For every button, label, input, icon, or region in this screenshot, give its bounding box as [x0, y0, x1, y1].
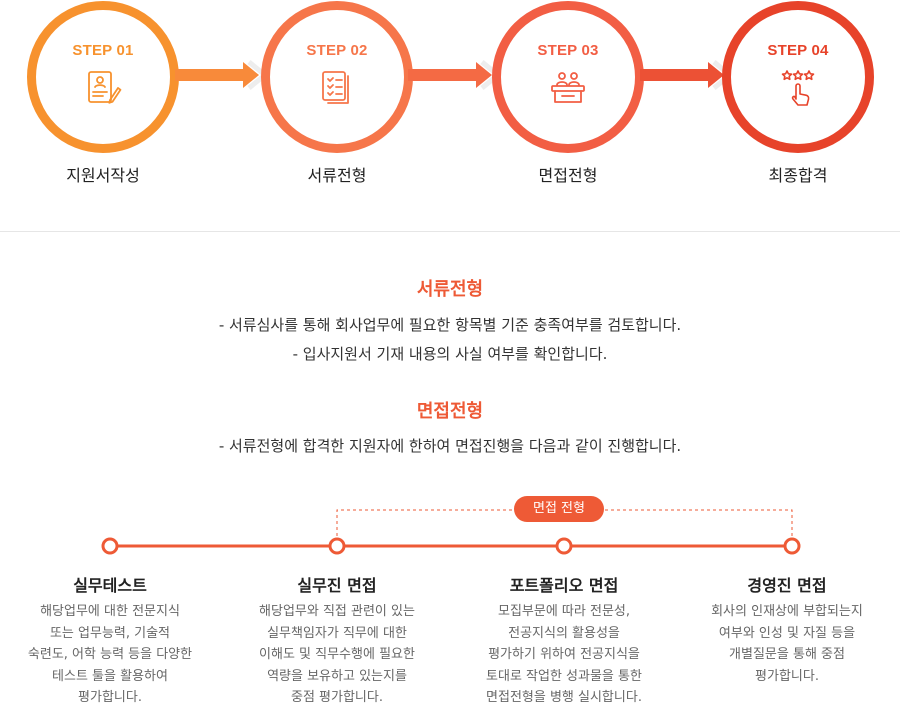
step-arrow-3 [640, 60, 734, 90]
step-2-number: STEP 02 [306, 42, 368, 59]
timeline-item-3-title: 포트폴리오 면접 [509, 576, 619, 595]
step-1-label: 지원서작성 [66, 166, 140, 185]
step-2-circle: STEP 02 [261, 1, 413, 153]
timeline-node-4 [783, 537, 801, 555]
step-1-circle: STEP 01 [27, 1, 179, 153]
timeline-item-3-desc-line: 전공지식의 활용성을 [508, 625, 620, 641]
interview-stage-badge: 면접 전형 [514, 496, 604, 522]
step-1-number: STEP 01 [72, 42, 134, 59]
step-4-number: STEP 04 [767, 42, 829, 59]
timeline-item-3-desc-line: 토대로 작업한 성과물을 통한 [486, 668, 642, 684]
document-screening-title: 서류전형 [416, 279, 484, 300]
timeline-item-1-desc: 해당업무에 대한 전문지식 또는 업무능력, 기술적 숙련도, 어학 능력 등을… [0, 601, 225, 709]
step-3-number: STEP 03 [537, 42, 599, 59]
interview-screening-title: 면접전형 [416, 401, 484, 422]
timeline-item-3-desc-line: 평가하기 위하여 전공지식을 [488, 647, 640, 662]
timeline-item-2-desc: 해당업무와 직접 관련이 있는 실무책임자가 직무에 대한 이해도 및 직무수행… [222, 601, 452, 709]
timeline-item-1-desc-line: 테스트 툴을 활용하여 [52, 668, 168, 684]
timeline-item-4-desc-line: 회사의 인재상에 부합되는지 [711, 604, 863, 619]
timeline-item-4-title: 경영진 면접 [747, 576, 827, 595]
step-3-label: 면접전형 [538, 166, 598, 185]
document-screening-line-2: - 입사지원서 기재 내용의 사실 여부를 확인합니다. [292, 345, 608, 363]
timeline-item-3-desc: 모집부문에 따라 전문성, 전공지식의 활용성을 평가하기 위하여 전공지식을 … [449, 601, 679, 709]
interview-screening-line-1: - 서류전형에 합격한 지원자에 한하여 면접진행을 다음과 같이 진행합니다. [218, 437, 682, 455]
document-review-icon [322, 71, 349, 104]
timeline-item-2-desc-line: 실무책임자가 직무에 대한 [267, 625, 407, 641]
interview-panel-icon [551, 72, 585, 103]
timeline-item-2-desc-line: 해당업무와 직접 관련이 있는 [259, 604, 415, 619]
timeline-item-4-desc-line: 개별질문을 통해 중점 [729, 647, 845, 662]
timeline-item-1-desc-line: 평가합니다. [78, 690, 142, 705]
timeline-node-2 [328, 537, 346, 555]
timeline-item-1-desc-line: 숙련도, 어학 능력 등을 다양한 [27, 647, 193, 662]
document-screening-line-1: - 서류심사를 통해 회사업무에 필요한 항목별 기준 충족여부를 검토합니다. [218, 316, 682, 334]
timeline-item-1-desc-line: 해당업무에 대한 전문지식 [40, 604, 180, 619]
application-form-icon [88, 71, 122, 104]
timeline-item-2-desc-line: 역량을 보유하고 있는지를 [267, 668, 407, 684]
star-rating-hand-icon [781, 70, 815, 106]
timeline-item-2-desc-line: 중점 평가합니다. [291, 690, 383, 705]
timeline-item-3-desc-line: 모집부문에 따라 전문성, [498, 604, 630, 619]
timeline-node-3 [555, 537, 573, 555]
timeline-item-1-desc-line: 또는 업무능력, 기술적 [49, 625, 171, 641]
timeline-item-4-desc-line: 여부와 인성 및 자질 등을 [718, 625, 856, 641]
section-divider [0, 231, 900, 232]
interview-timeline [101, 509, 801, 555]
step-2-label: 서류전형 [307, 166, 367, 185]
timeline-item-2-title: 실무진 면접 [297, 576, 377, 595]
recruitment-steps: STEP 01 지원서작성 STEP 02 서류전형 STEP 03 [0, 0, 900, 200]
step-3-circle: STEP 03 [492, 1, 644, 153]
step-arrow-2 [408, 60, 502, 90]
step-4-circle: STEP 04 [722, 1, 874, 153]
timeline-item-4-desc-line: 평가합니다. [755, 668, 819, 684]
timeline-item-2-desc-line: 이해도 및 직무수행에 필요한 [259, 647, 415, 662]
timeline-item-1-title: 실무테스트 [73, 576, 147, 595]
step-arrow-1 [175, 60, 269, 90]
timeline-item-4-desc: 회사의 인재상에 부합되는지 여부와 인성 및 자질 등을 개별질문을 통해 중… [672, 601, 900, 687]
step-4-label: 최종합격 [768, 166, 828, 185]
timeline-node-1 [101, 537, 119, 555]
timeline-item-3-desc-line: 면접전형을 병행 실시합니다. [486, 690, 642, 705]
